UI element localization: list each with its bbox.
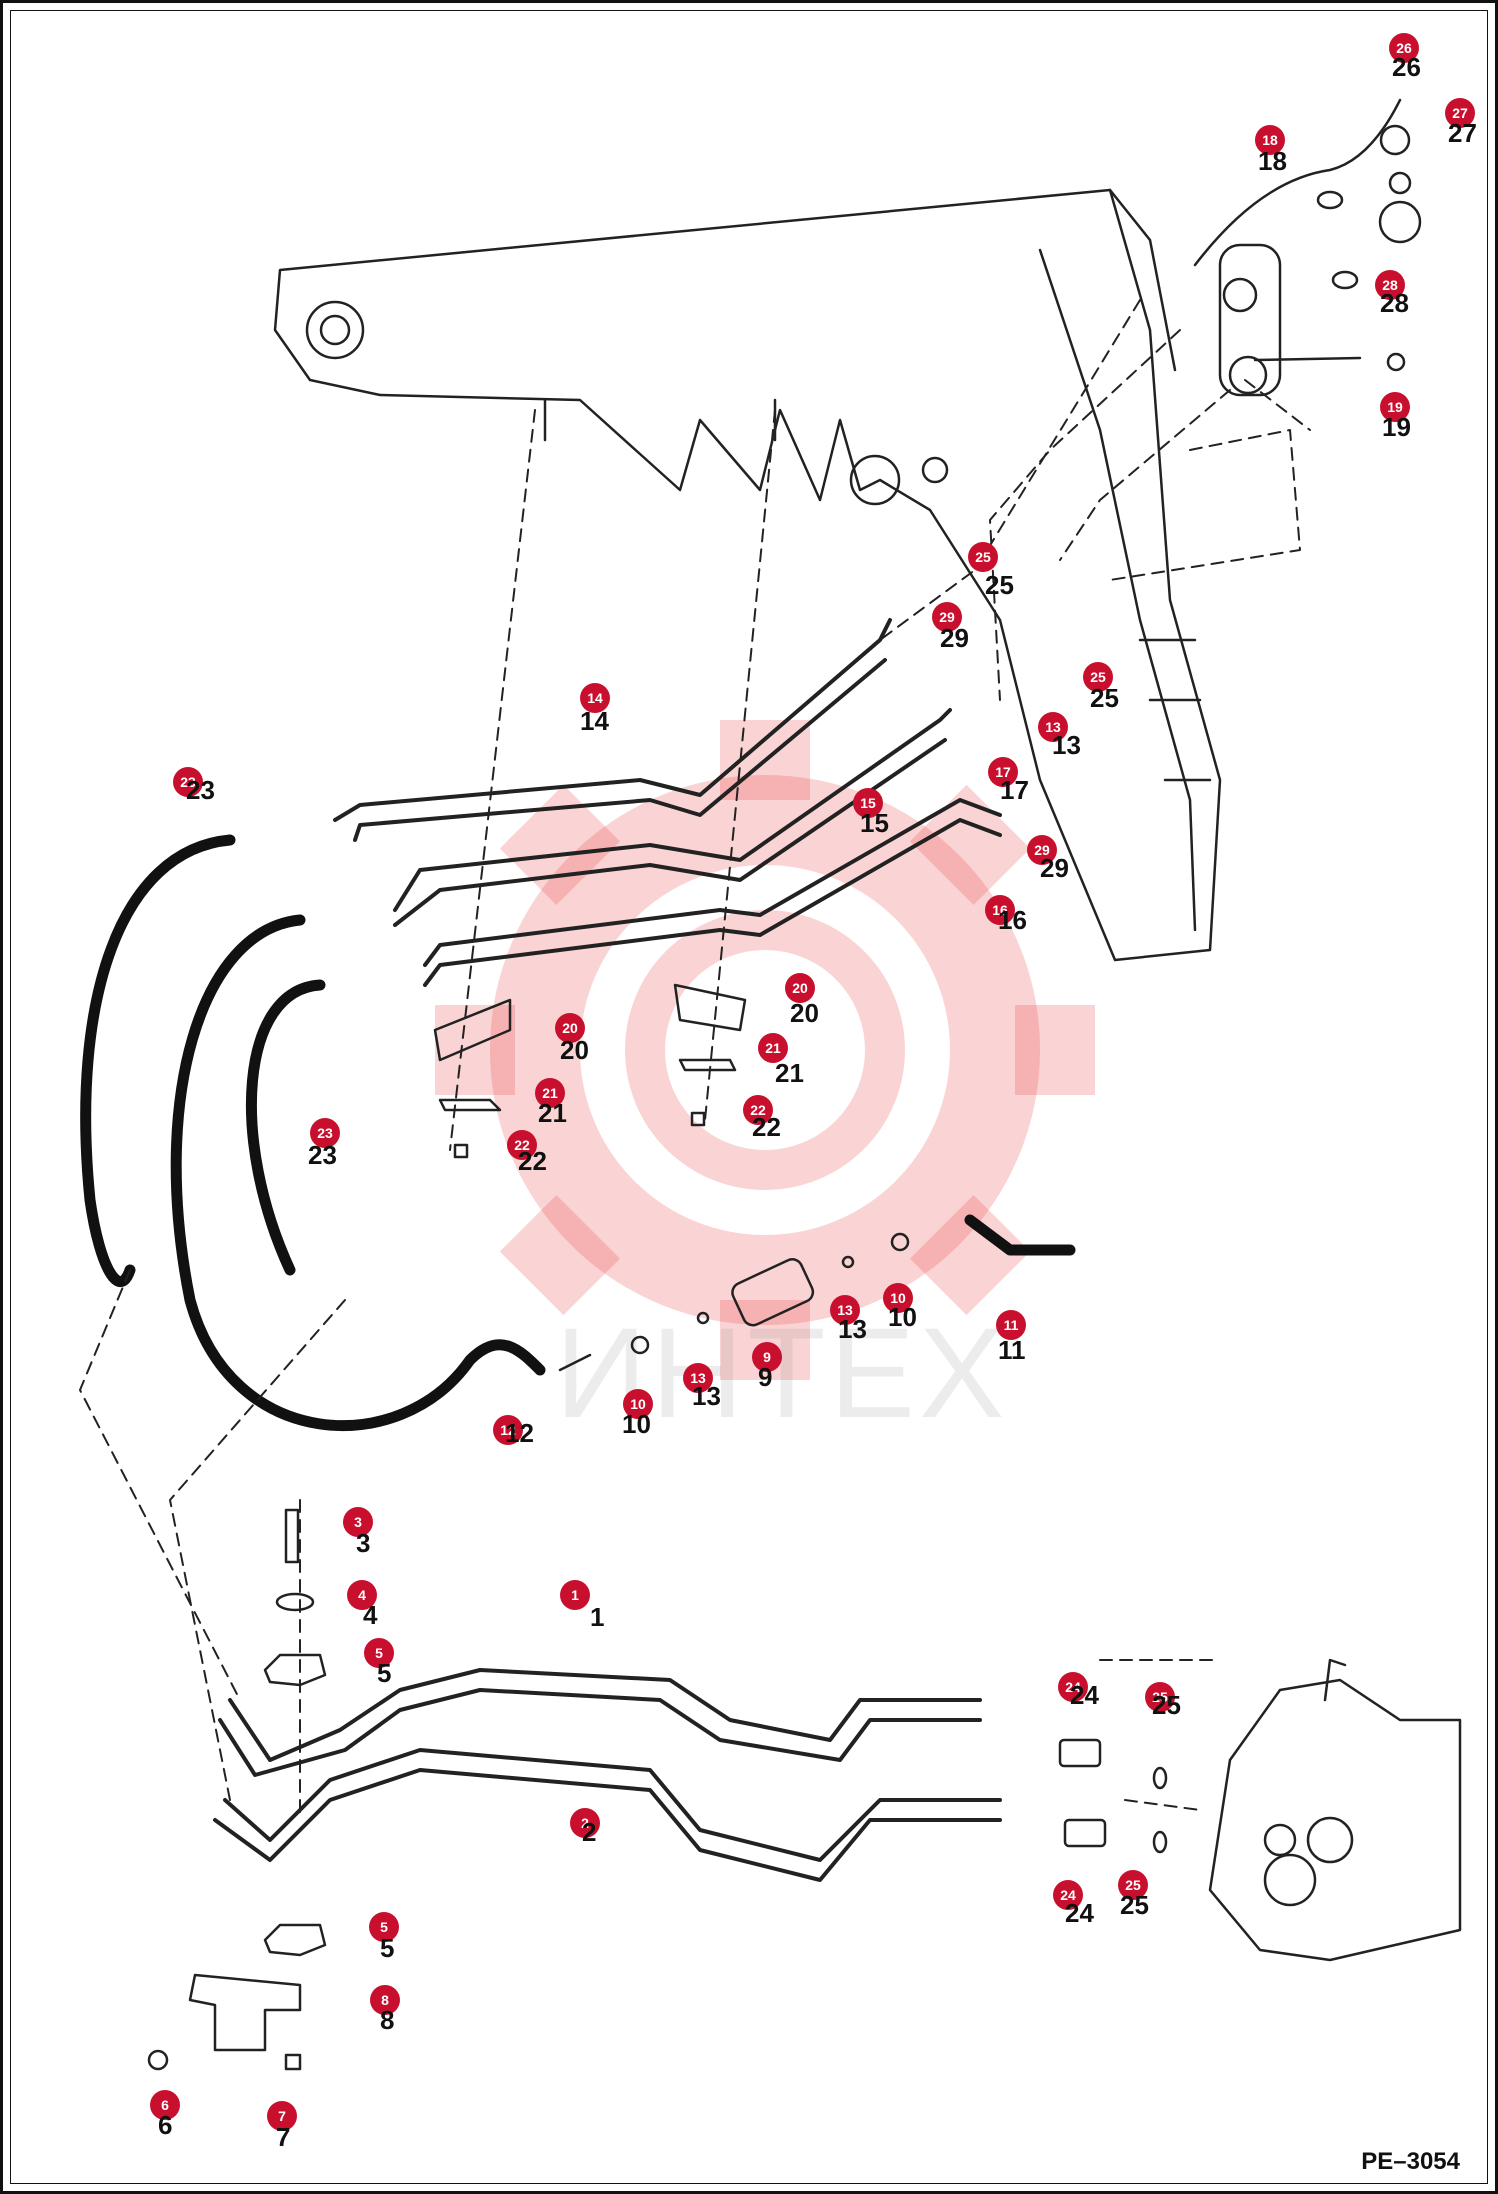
callout-7[interactable]: 7 (267, 2101, 297, 2131)
callout-13-c[interactable]: 13 (683, 1363, 713, 1393)
part-label-22-a: 22 (752, 1112, 781, 1142)
callout-1[interactable]: 1 (560, 1580, 590, 1610)
coupler-block (1193, 98, 1422, 397)
callout-2[interactable]: 2 (570, 1808, 600, 1838)
callout-19[interactable]: 19 (1380, 392, 1410, 422)
part-label-2: 2 (582, 1817, 597, 1847)
callout-23-a[interactable]: 23 (173, 767, 203, 797)
part-label-5-b: 5 (380, 1933, 395, 1963)
boom-arm (273, 188, 1222, 962)
part-label-25-d: 25 (1120, 1890, 1149, 1920)
callout-11[interactable]: 11 (996, 1310, 1026, 1340)
upper-tubes (333, 618, 1002, 987)
callout-10-b[interactable]: 10 (623, 1389, 653, 1419)
part-label-13-c: 13 (692, 1381, 721, 1411)
callout-3[interactable]: 3 (343, 1507, 373, 1537)
part-label-28: 28 (1380, 288, 1409, 318)
callout-13-a[interactable]: 13 (1038, 712, 1068, 742)
part-label-12: 12 (505, 1418, 534, 1448)
callout-25-b[interactable]: 25 (1083, 662, 1113, 692)
part-label-29-b: 29 (1040, 853, 1069, 883)
part-label-8: 8 (380, 2005, 395, 2035)
part-label-27: 27 (1448, 118, 1477, 148)
callout-13-b[interactable]: 13 (830, 1295, 860, 1325)
part-label-21-b: 21 (538, 1098, 567, 1128)
callout-10-a[interactable]: 10 (883, 1283, 913, 1313)
callout-12[interactable]: 12 (493, 1415, 523, 1445)
part-label-13-a: 13 (1052, 730, 1081, 760)
callout-18[interactable]: 18 (1255, 125, 1285, 155)
part-label-4: 4 (363, 1600, 378, 1630)
callout-17[interactable]: 17 (988, 757, 1018, 787)
part-label-11: 11 (998, 1335, 1026, 1365)
callout-29-a[interactable]: 29 (932, 602, 962, 632)
part-label-29-a: 29 (940, 623, 969, 653)
part-label-23-a: 23 (186, 775, 215, 805)
part-label-25-c: 25 (1152, 1690, 1181, 1720)
part-label-15: 15 (860, 808, 889, 838)
callout-9[interactable]: 9 (752, 1342, 782, 1372)
part-label-16: 16 (998, 905, 1027, 935)
hoses (80, 834, 1076, 1431)
callout-14[interactable]: 14 (580, 683, 610, 713)
part-label-24-a: 24 (1070, 1680, 1099, 1710)
page-frame-inner (10, 10, 1488, 2184)
part-label-18: 18 (1258, 146, 1287, 176)
part-label-7: 7 (276, 2122, 291, 2152)
callout-5-a[interactable]: 5 (364, 1638, 394, 1668)
part-label-3: 3 (356, 1528, 371, 1558)
callout-21-b[interactable]: 21 (535, 1078, 565, 1108)
callout-23-b[interactable]: 23 (310, 1118, 340, 1148)
callout-16[interactable]: 16 (985, 895, 1015, 925)
part-label-1: 1 (590, 1602, 605, 1632)
filter-group (558, 1232, 910, 1372)
part-label-9: 9 (758, 1362, 773, 1392)
callout-25-c[interactable]: 25 (1145, 1682, 1175, 1712)
part-label-21-a: 21 (775, 1058, 804, 1088)
part-label-26: 26 (1392, 52, 1421, 82)
callout-20-b[interactable]: 20 (555, 1013, 585, 1043)
part-label-20-a: 20 (790, 998, 819, 1028)
callout-24-a[interactable]: 24 (1058, 1672, 1088, 1702)
callout-28[interactable]: 28 (1375, 270, 1405, 300)
callout-22-a[interactable]: 22 (743, 1095, 773, 1125)
callout-6[interactable]: 6 (150, 2090, 180, 2120)
callout-20-a[interactable]: 20 (785, 973, 815, 1003)
callout-24-b[interactable]: 24 (1053, 1880, 1083, 1910)
part-label-10-b: 10 (622, 1409, 651, 1439)
lower-tubes (213, 1668, 1002, 1882)
part-label-13-b: 13 (838, 1314, 867, 1344)
callout-5-b[interactable]: 5 (369, 1912, 399, 1942)
callout-26[interactable]: 26 (1389, 33, 1419, 63)
part-label-6: 6 (158, 2110, 173, 2140)
part-label-17: 17 (1000, 775, 1029, 805)
leader-lines (79, 299, 1311, 1821)
control-valve (1058, 1658, 1462, 1962)
part-label-22-b: 22 (518, 1146, 547, 1176)
watermark-text: ИНТЕХ (555, 1302, 1009, 1445)
part-label-5-a: 5 (377, 1658, 392, 1688)
part-label-14: 14 (580, 706, 609, 736)
callout-29-b[interactable]: 29 (1027, 835, 1057, 865)
callout-15[interactable]: 15 (853, 788, 883, 818)
callout-25-d[interactable]: 25 (1118, 1870, 1148, 1900)
part-label-10-a: 10 (888, 1302, 917, 1332)
callout-22-b[interactable]: 22 (507, 1130, 537, 1160)
part-label-19: 19 (1382, 412, 1411, 442)
part-label-24-b: 24 (1065, 1898, 1094, 1928)
callout-27[interactable]: 27 (1445, 98, 1475, 128)
part-label-20-b: 20 (560, 1035, 589, 1065)
brackets (433, 983, 747, 1159)
drawing-code: PE–3054 (1361, 2148, 1460, 2175)
part-label-25-b: 25 (1090, 683, 1119, 713)
part-label-23-b: 23 (308, 1140, 337, 1170)
part-label-25-a: 25 (985, 570, 1014, 600)
callout-21-a[interactable]: 21 (758, 1033, 788, 1063)
hardware (147, 1508, 327, 2071)
callout-8[interactable]: 8 (370, 1985, 400, 2015)
callout-4[interactable]: 4 (347, 1580, 377, 1610)
callout-25-a[interactable]: 25 (968, 542, 998, 572)
